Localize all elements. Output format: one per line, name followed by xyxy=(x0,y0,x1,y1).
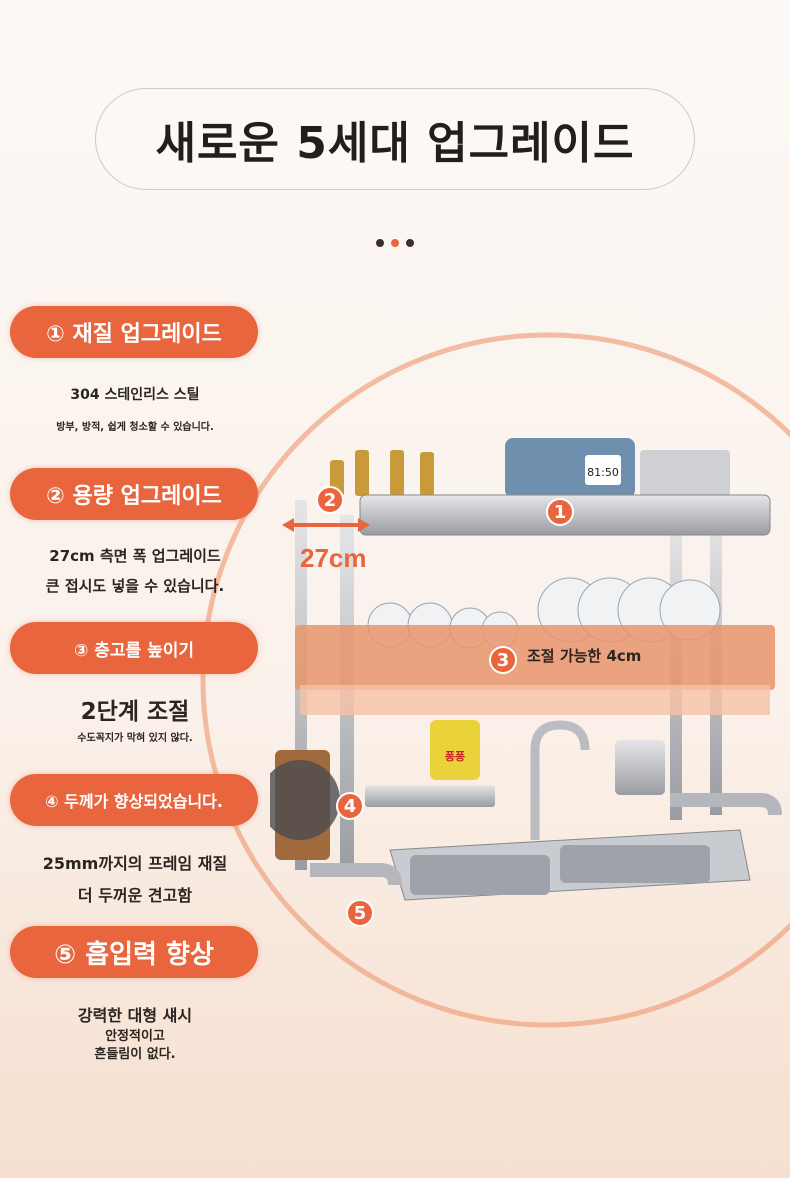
timer-display xyxy=(585,455,621,485)
svg-text:81:50: 81:50 xyxy=(587,466,619,479)
dish-rack-illustration: 81:50 퐁퐁 xyxy=(270,438,782,901)
feature-pill-thickness: ④ 두께가 향상되었습니다. xyxy=(10,774,258,826)
feature-text: 큰 접시도 넣을 수 있습니다. xyxy=(45,577,225,595)
marker-1: 1 xyxy=(546,498,574,526)
height-adjust-label: 조절 가능한 4cm xyxy=(527,647,642,665)
feature-text: 흔들림이 없다. xyxy=(94,1047,176,1062)
marker-3: 3 xyxy=(489,646,517,674)
marker-5: 5 xyxy=(346,899,374,927)
feature-text: 강력한 대형 섀시 xyxy=(77,1006,193,1025)
svg-text:퐁퐁: 퐁퐁 xyxy=(445,750,465,763)
feature-pill-capacity: ② 용량 업그레이드 xyxy=(10,468,258,520)
feature-text: 2단계 조절 xyxy=(80,699,190,725)
marker-2: 2 xyxy=(316,486,344,514)
feature-text: 방부, 방적, 쉽게 청소할 수 있습니다. xyxy=(56,422,214,433)
carousel-dot xyxy=(376,239,384,247)
feature-text: 304 스테인리스 스틸 xyxy=(70,387,200,403)
feature-text: 더 두꺼운 견고함 xyxy=(77,886,193,905)
carousel-dot-active xyxy=(391,239,399,247)
marker-4: 4 xyxy=(336,792,364,820)
feature-text: 수도꼭지가 막혀 있지 않다. xyxy=(77,733,193,744)
feature-pill-material: ① 재질 업그레이드 xyxy=(10,306,258,358)
page-title: 새로운 5세대 업그레이드 xyxy=(95,88,695,190)
carousel-dot xyxy=(406,239,414,247)
feature-text: 25mm까지의 프레임 재질 xyxy=(42,854,228,873)
feature-pill-height: ③ 층고를 높이기 xyxy=(10,622,258,674)
width-label: 27cm xyxy=(300,543,367,573)
feature-text: 27cm 측면 폭 업그레이드 xyxy=(49,547,221,565)
feature-pill-suction: ⑤ 흡입력 향상 xyxy=(10,926,258,978)
feature-text: 안정적이고 xyxy=(105,1029,165,1044)
